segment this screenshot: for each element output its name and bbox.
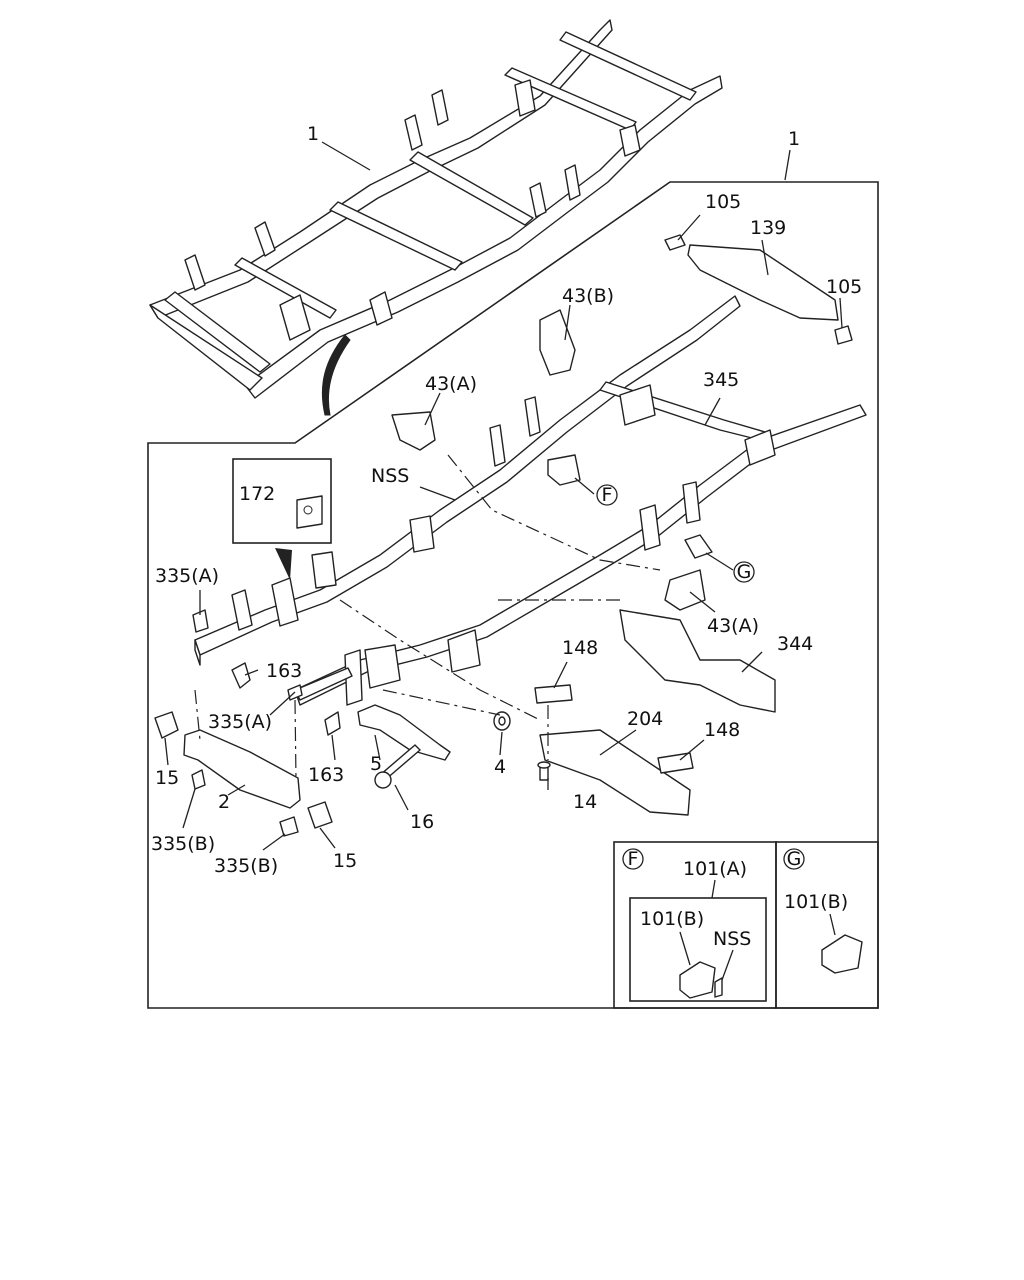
label-bracket-335b-right: 335(B): [214, 855, 278, 877]
label-bracket-43a-right: 43(A): [707, 615, 759, 637]
label-crossmember-344: 344: [777, 633, 813, 655]
bracket-5-drawing: [357, 704, 451, 761]
frame-overview-drawing: [149, 19, 723, 399]
callout-f-marker: F: [596, 484, 618, 506]
bracket-101b-g-drawing: [821, 934, 863, 974]
bracket-43a-right-drawing: [664, 569, 706, 611]
detail-g-panel: G 101(B): [775, 841, 879, 1009]
label-skid-204: 204: [627, 708, 663, 730]
detail-f-title: 101(A): [683, 858, 747, 880]
crossmember-2-drawing: [183, 729, 301, 809]
label-plate-148-right: 148: [704, 719, 740, 741]
detail-g-part-label: 101(B): [784, 891, 848, 913]
callout-g-letter: G: [737, 561, 752, 583]
label-clip-163-top: 163: [266, 660, 302, 682]
bracket-335a-left-drawing: [192, 609, 209, 633]
detail-f-panel: F 101(A) 101(B) NSS: [613, 841, 777, 1009]
bracket-105-right-drawing: [834, 325, 853, 345]
label-bracket-43b: 43(B): [562, 285, 614, 307]
detail-172-box: [232, 458, 332, 544]
label-frame-top: 1: [307, 123, 319, 145]
mount-15-right-drawing: [307, 801, 333, 829]
label-bracket-335b-left: 335(B): [151, 833, 215, 855]
bracket-43b-drawing: [539, 309, 576, 376]
label-crossmember-139: 139: [750, 217, 786, 239]
mount-15-left-drawing: [154, 711, 179, 739]
bracket-335b-right-drawing: [279, 816, 299, 837]
bracket-105-top-drawing: [664, 234, 686, 251]
label-bracket-43a-left: 43(A): [425, 373, 477, 395]
clip-163-bottom-drawing: [324, 711, 341, 736]
label-bolt-16: 16: [410, 811, 434, 833]
label-bracket-105-right: 105: [826, 276, 862, 298]
washer-4-drawing: [493, 711, 511, 731]
detail-g-letter: G: [787, 848, 802, 870]
detail-f-part-label: 101(B): [640, 908, 704, 930]
label-mount-15-left: 15: [155, 767, 179, 789]
label-plate-172: 172: [239, 483, 275, 505]
alignment-lines: [194, 454, 661, 781]
label-bolt-14: 14: [573, 791, 597, 813]
leader-frame-main: [784, 149, 791, 181]
plate-148-top-drawing: [534, 684, 573, 704]
bolt-16-drawing: [374, 744, 421, 789]
label-bracket-335a-left: 335(A): [155, 565, 219, 587]
callout-f-letter: F: [602, 484, 613, 506]
label-clip-163-bottom: 163: [308, 764, 344, 786]
bracket-g-drawing: [684, 534, 713, 559]
bracket-335b-left-drawing: [191, 769, 206, 790]
label-bracket-5: 5: [370, 753, 382, 775]
detail-f-letter: F: [628, 848, 639, 870]
label-bracket-105-top: 105: [705, 191, 741, 213]
label-nss-main: NSS: [371, 465, 409, 487]
crossmember-344-drawing: [619, 609, 776, 713]
label-crossmember-345: 345: [703, 369, 739, 391]
frame-rails-drawing: [194, 295, 867, 706]
label-washer-4: 4: [494, 756, 506, 778]
bolt-14-drawing: [537, 761, 551, 781]
crossmember-139-drawing: [687, 244, 839, 321]
label-bracket-335a-mid: 335(A): [208, 711, 272, 733]
bracket-f-drawing: [547, 454, 581, 486]
transition-arrow: [321, 334, 351, 416]
detail-172-pointer: [275, 548, 292, 580]
label-mount-15-right: 15: [333, 850, 357, 872]
clip-163-top-drawing: [231, 662, 251, 689]
detail-f-nss-label: NSS: [713, 928, 751, 950]
callout-g-marker: G: [733, 561, 755, 583]
plate-172-drawing: [296, 495, 323, 529]
skid-plate-204-drawing: [539, 729, 691, 816]
label-crossmember-2: 2: [218, 791, 230, 813]
leader-lines: [164, 141, 843, 851]
label-frame-main: 1: [788, 128, 800, 150]
label-plate-148-top: 148: [562, 637, 598, 659]
bracket-101b-f-drawing: [679, 961, 716, 999]
bracket-43a-left-drawing: [391, 411, 436, 451]
plate-148-right-drawing: [657, 752, 694, 774]
main-view-border: [147, 181, 879, 1009]
